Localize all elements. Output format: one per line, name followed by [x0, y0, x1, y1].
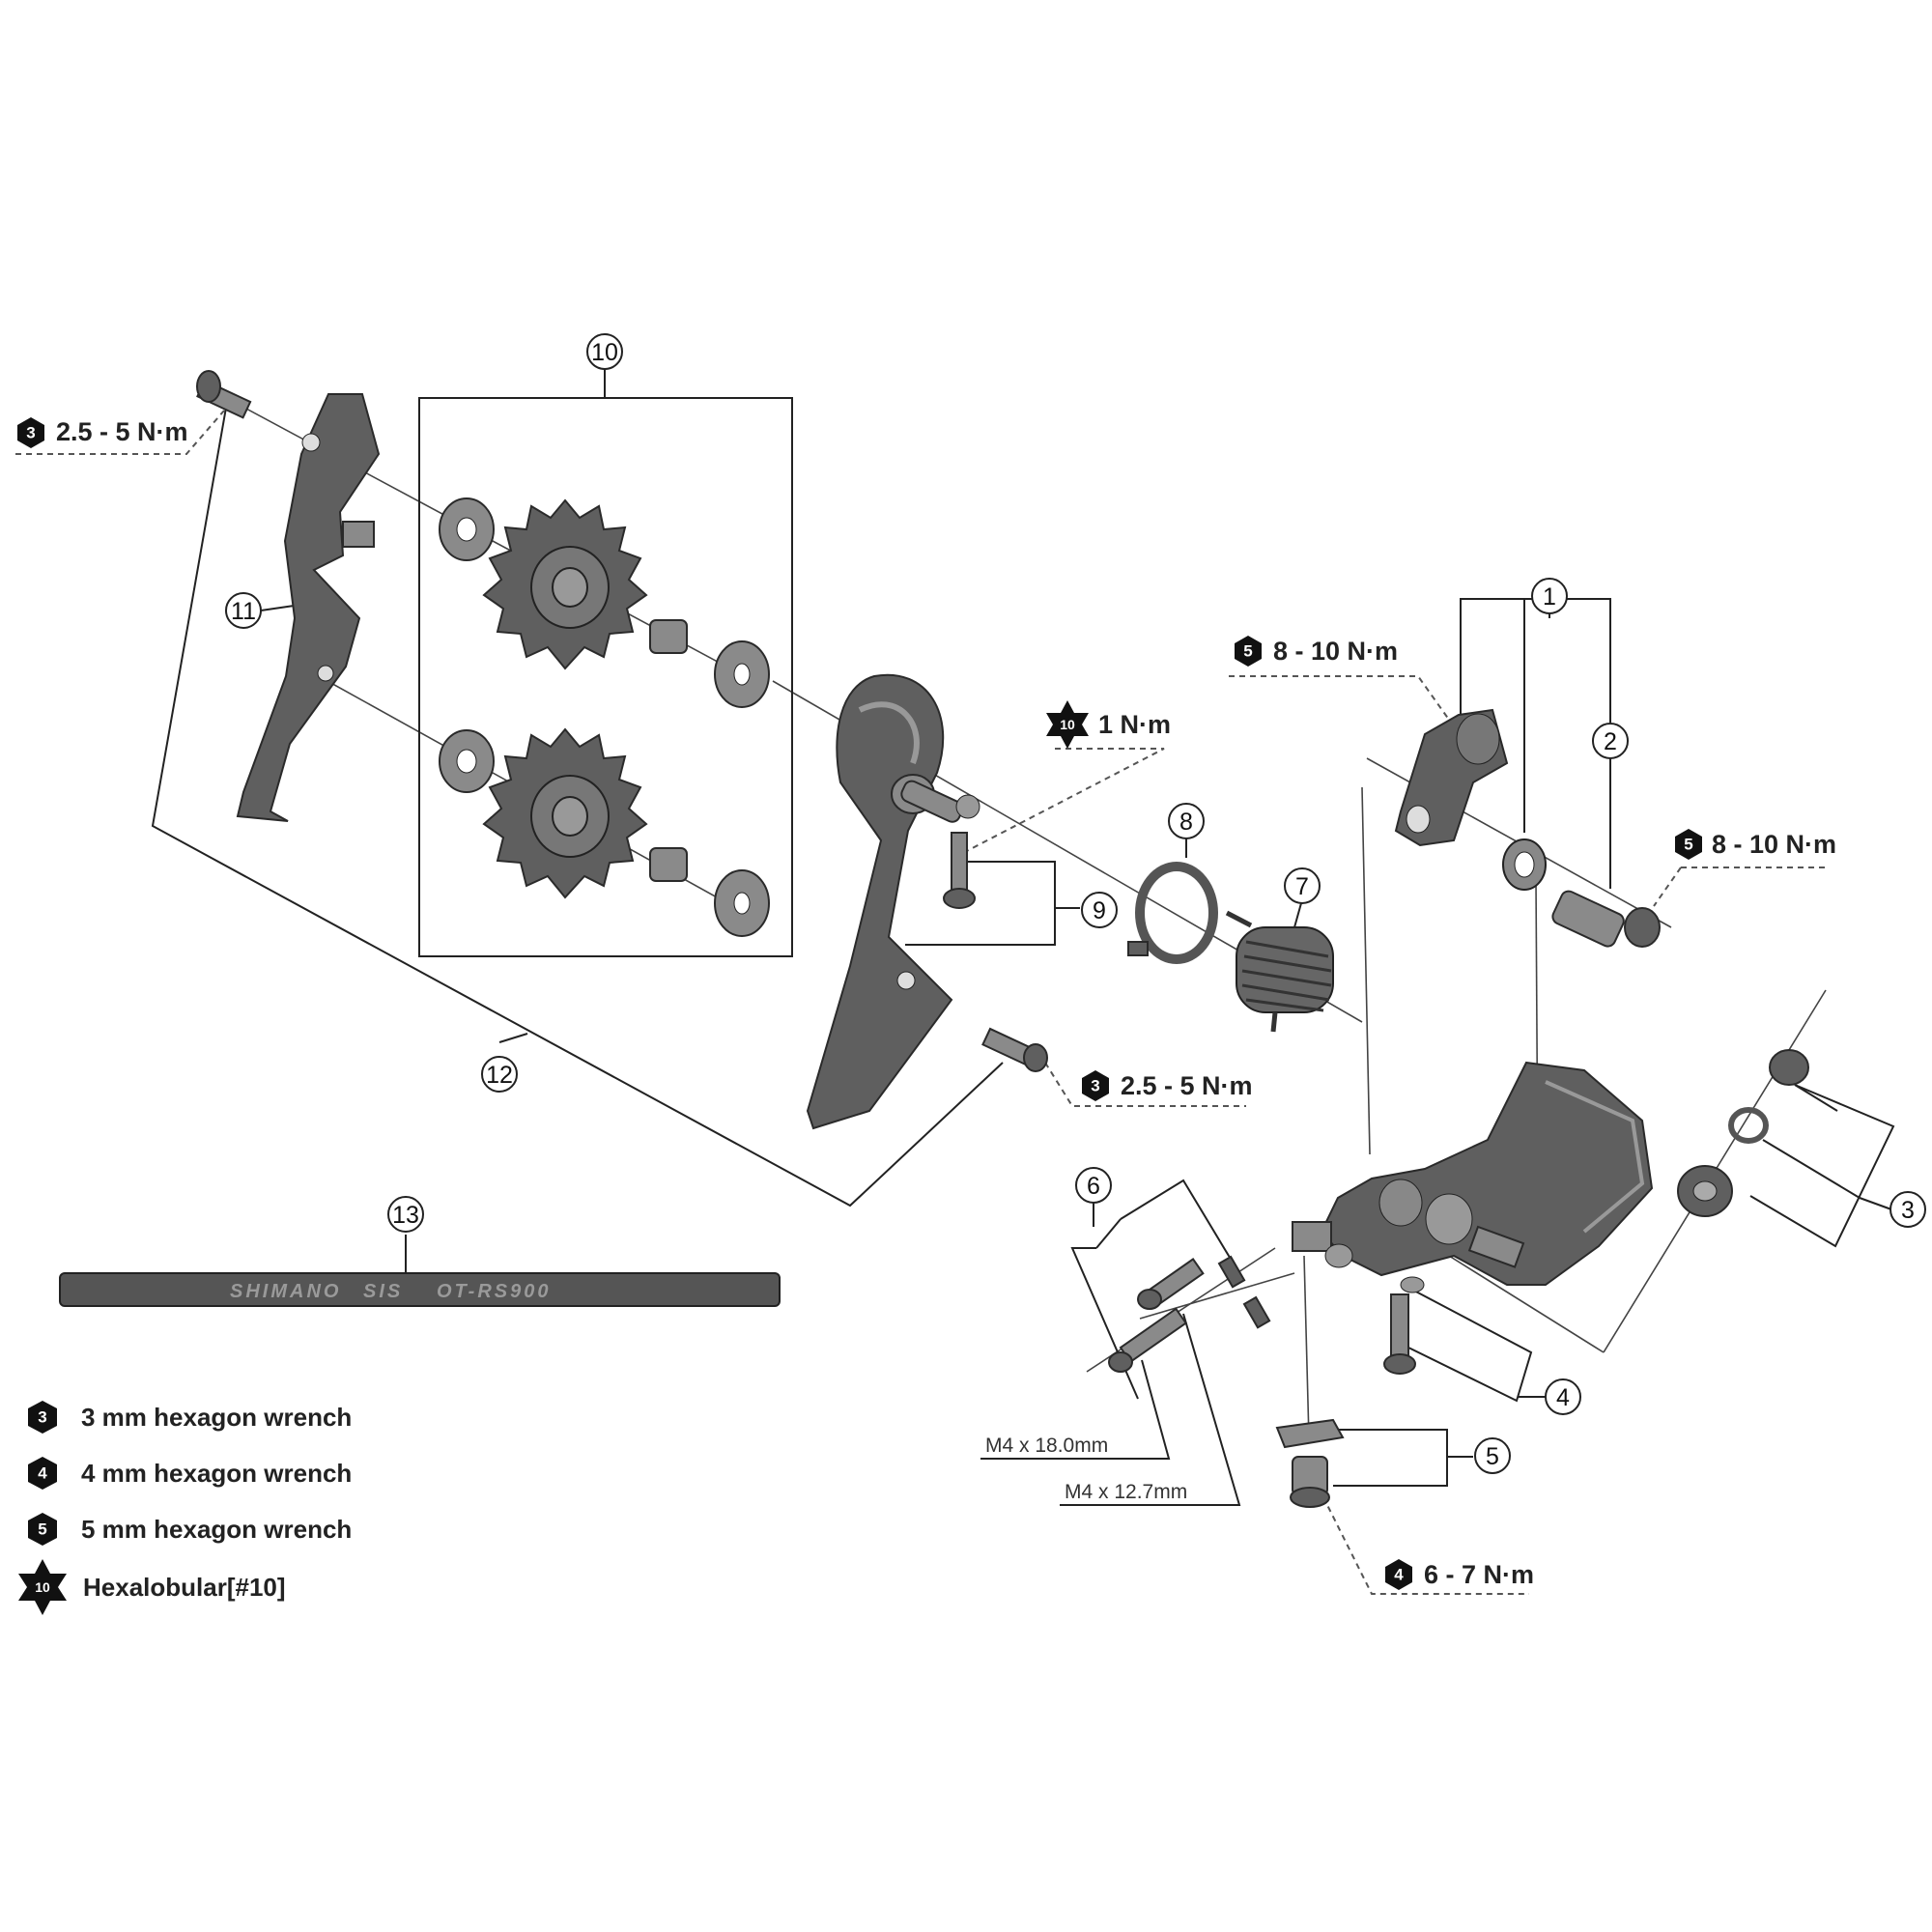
torque-bracket: 5 8 - 10 N·m	[1235, 636, 1398, 667]
callout-6: 6	[1075, 1167, 1112, 1204]
svg-text:9: 9	[1093, 897, 1106, 924]
svg-text:6: 6	[1087, 1173, 1100, 1200]
bolt-springs	[1217, 1255, 1271, 1329]
torque-axle: 5 8 - 10 N·m	[1675, 829, 1836, 860]
svg-text:4: 4	[1556, 1384, 1570, 1411]
cage-bolt-upper	[196, 370, 252, 419]
svg-text:10: 10	[35, 1579, 50, 1595]
end-cap-washer	[1275, 1418, 1345, 1449]
callout-2: 2	[1592, 723, 1629, 759]
torque-hexalobular: 10 1 N·m	[1046, 700, 1171, 749]
hexagon-icon	[28, 1401, 57, 1434]
svg-text:3: 3	[38, 1408, 46, 1427]
cage-bolt-lower	[981, 1027, 1048, 1072]
hexagon-icon	[1385, 1559, 1412, 1590]
cable-brand-text: SHIMANO	[230, 1281, 341, 1302]
callout-3: 3	[1889, 1191, 1926, 1228]
callout-4: 4	[1545, 1378, 1581, 1415]
hexagon-icon	[1082, 1070, 1109, 1101]
legend-item: 3 3 mm hexagon wrench	[28, 1401, 352, 1434]
group-box-10	[418, 397, 793, 957]
svg-text:2: 2	[1604, 728, 1617, 755]
legend-item: 4 4 mm hexagon wrench	[28, 1457, 352, 1490]
svg-text:8 - 10 N·m: 8 - 10 N·m	[1712, 830, 1836, 859]
callout-1: 1	[1531, 578, 1568, 614]
callout-11: 11	[225, 592, 262, 629]
tension-spring	[1225, 910, 1334, 1033]
svg-text:4 mm hexagon wrench: 4 mm hexagon wrench	[81, 1459, 352, 1488]
svg-text:12: 12	[486, 1062, 513, 1089]
svg-text:7: 7	[1295, 873, 1309, 900]
hexagon-icon	[28, 1513, 57, 1546]
bracket-washer	[1502, 838, 1547, 891]
shift-cable: SHIMANO SIS OT-RS900	[59, 1272, 781, 1307]
torque-leader-dashes	[15, 410, 1829, 1595]
bolt-label-short: M4 x 12.7mm	[1065, 1481, 1187, 1503]
callout-12: 12	[481, 1056, 518, 1093]
hexagon-icon	[1235, 636, 1262, 667]
bolt-label-long: M4 x 18.0mm	[985, 1435, 1108, 1457]
torque-plate-top: 3 2.5 - 5 N·m	[17, 417, 188, 448]
tool-legend: 3 3 mm hexagon wrench 4 4 mm hexagon wre…	[18, 1401, 352, 1615]
end-cap-bolt	[1290, 1456, 1330, 1508]
derailleur-main-body	[1292, 1061, 1654, 1286]
hexagon-icon	[17, 417, 44, 448]
svg-text:6 - 7 N·m: 6 - 7 N·m	[1424, 1560, 1534, 1589]
hexagon-icon	[1675, 829, 1702, 860]
cable-adjuster-group	[1677, 1049, 1809, 1217]
hexagon-icon	[28, 1457, 57, 1490]
svg-text:3: 3	[1901, 1197, 1915, 1224]
stroke-adjust-bolt-short	[1137, 1258, 1205, 1310]
svg-text:3 mm hexagon wrench: 3 mm hexagon wrench	[81, 1403, 352, 1432]
svg-text:2.5 - 5 N·m: 2.5 - 5 N·m	[56, 417, 188, 446]
svg-text:5: 5	[38, 1520, 46, 1539]
svg-text:Hexalobular[#10]: Hexalobular[#10]	[83, 1573, 286, 1602]
cage-stopper-ring	[1127, 862, 1218, 964]
svg-text:5: 5	[1243, 642, 1252, 661]
callout-7: 7	[1284, 867, 1321, 904]
torque-end-bolt: 4 6 - 7 N·m	[1385, 1559, 1534, 1590]
inner-cage-plate	[236, 393, 381, 822]
hexalobular-star-icon	[18, 1559, 67, 1615]
callout-8: 8	[1168, 803, 1205, 839]
svg-text:11: 11	[231, 598, 256, 625]
bracket-axle-bolt	[1551, 890, 1661, 948]
svg-text:5 mm hexagon wrench: 5 mm hexagon wrench	[81, 1515, 352, 1544]
hexalobular-screw	[943, 832, 976, 909]
svg-text:5: 5	[1486, 1443, 1499, 1470]
svg-text:3: 3	[26, 424, 35, 442]
guide-pulley-upper	[439, 497, 770, 708]
callout-13: 13	[387, 1196, 424, 1233]
tension-pulley-lower	[439, 727, 770, 937]
stroke-adjust-bolt-long	[1108, 1307, 1188, 1373]
bracket-axle-assembly	[1394, 708, 1509, 847]
hexalobular-star-icon	[1046, 700, 1089, 749]
cable-system-text: SIS	[363, 1281, 403, 1302]
svg-text:3: 3	[1091, 1077, 1099, 1095]
callout-9: 9	[1081, 892, 1118, 928]
svg-text:5: 5	[1684, 836, 1692, 854]
cable-model-text: OT-RS900	[437, 1281, 551, 1302]
svg-text:2.5 - 5 N·m: 2.5 - 5 N·m	[1121, 1071, 1253, 1100]
svg-text:4: 4	[1394, 1566, 1404, 1584]
outer-cage-plate	[806, 673, 980, 1130]
callout-10: 10	[586, 333, 623, 370]
legend-item: 10 Hexalobular[#10]	[18, 1559, 286, 1615]
svg-text:8 - 10 N·m: 8 - 10 N·m	[1273, 637, 1398, 666]
svg-text:4: 4	[38, 1464, 47, 1483]
svg-text:13: 13	[392, 1202, 419, 1229]
callout-5: 5	[1474, 1437, 1511, 1474]
torque-plate-bottom: 3 2.5 - 5 N·m	[1082, 1070, 1253, 1101]
svg-text:8: 8	[1179, 809, 1193, 836]
svg-text:1 N·m: 1 N·m	[1098, 710, 1171, 739]
legend-item: 5 5 mm hexagon wrench	[28, 1513, 352, 1546]
b-tension-screw	[1383, 1276, 1425, 1375]
svg-text:10: 10	[591, 339, 618, 366]
svg-text:10: 10	[1060, 717, 1075, 732]
svg-text:1: 1	[1543, 583, 1556, 611]
